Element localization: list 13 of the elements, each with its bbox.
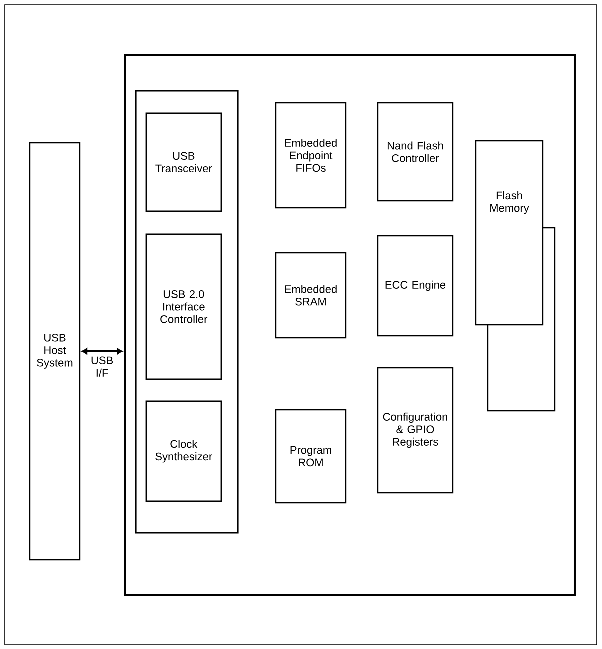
block-box: Flash Memory	[475, 140, 544, 326]
block-box: Configuration & GPIO Registers	[377, 367, 454, 494]
block-box: Nand Flash Controller	[377, 102, 454, 202]
block-box: Embedded Endpoint FIFOs	[275, 102, 347, 209]
block-box: Clock Synthesizer	[146, 400, 222, 502]
block-box: USB 2.0 Interface Controller	[146, 234, 222, 380]
double-arrow	[82, 348, 123, 355]
block-box: USB Host System	[29, 142, 81, 561]
block-box: Program ROM	[275, 409, 347, 504]
block-box: ECC Engine	[377, 235, 454, 337]
edge-label: USB I/F	[87, 356, 118, 378]
block-box: Embedded SRAM	[275, 252, 347, 339]
block-box: USB Transceiver	[146, 112, 222, 212]
